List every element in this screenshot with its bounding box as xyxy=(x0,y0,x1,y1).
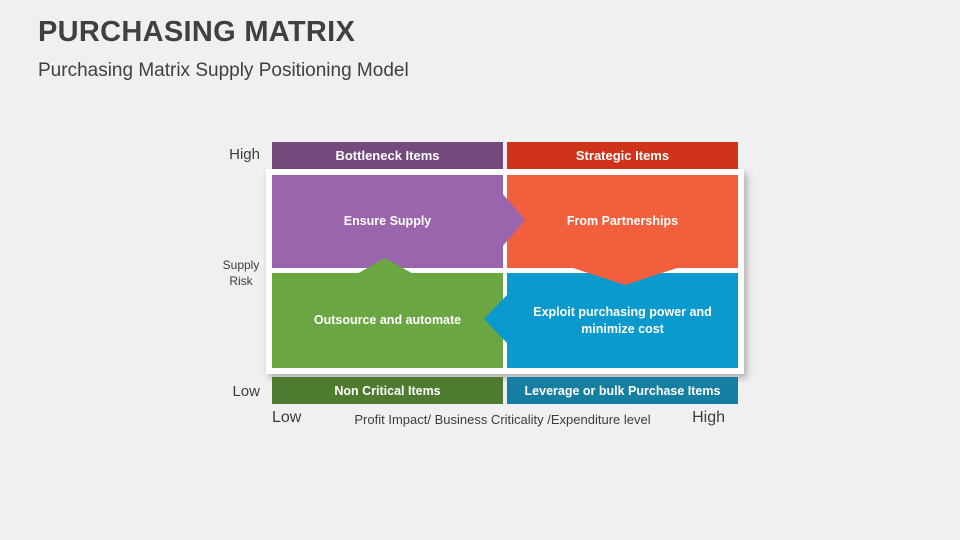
cell-outsource-automate-label: Outsource and automate xyxy=(313,313,462,327)
cell-outsource-automate: Outsource and automate xyxy=(272,273,503,368)
footer-leverage-bulk-items: Leverage or bulk Purchase Items xyxy=(507,377,738,404)
x-axis-high-label: High xyxy=(692,409,725,426)
cell-exploit-purchasing-power-label: Exploit purchasing power and minimize co… xyxy=(533,304,712,336)
header-bottleneck-items: Bottleneck Items xyxy=(272,142,503,169)
page-title: PURCHASING MATRIX xyxy=(38,16,356,48)
y-axis-title: Supply Risk xyxy=(222,258,260,288)
cell-from-partnerships-label: From Partnerships xyxy=(566,214,679,228)
cell-exploit-purchasing-power: Exploit purchasing power and minimize co… xyxy=(507,273,738,368)
header-bottleneck-items-label: Bottleneck Items xyxy=(335,148,440,163)
footer-leverage-bulk-items-label: Leverage or bulk Purchase Items xyxy=(524,383,721,398)
cell-ensure-supply-label: Ensure Supply xyxy=(343,214,432,228)
y-axis-low-label: Low xyxy=(232,383,260,400)
header-strategic-items: Strategic Items xyxy=(507,142,738,169)
cell-ensure-supply: Ensure Supply xyxy=(272,175,503,268)
x-axis-title: Profit Impact/ Business Criticality /Exp… xyxy=(354,412,651,427)
cell-from-partnerships: From Partnerships xyxy=(507,175,738,268)
footer-non-critical-items: Non Critical Items xyxy=(272,377,503,404)
footer-non-critical-items-label: Non Critical Items xyxy=(334,383,441,398)
header-strategic-items-label: Strategic Items xyxy=(575,148,670,163)
y-axis-high-label: High xyxy=(229,146,260,163)
x-axis-low-label: Low xyxy=(272,409,302,426)
page-subtitle: Purchasing Matrix Supply Positioning Mod… xyxy=(38,60,409,81)
